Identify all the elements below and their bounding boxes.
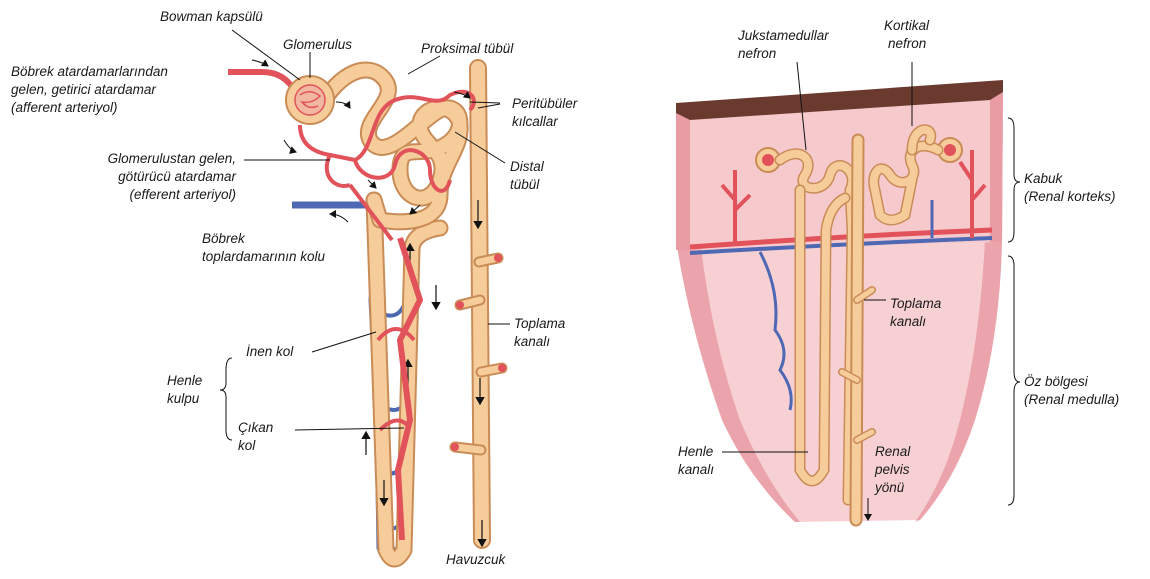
label-cortical-nephron-2: nefron [888, 35, 926, 52]
label-medulla-1: Öz bölgesi [1024, 373, 1088, 390]
label-distal-2: tübül [510, 176, 539, 193]
label-renal-pelvis-direction-1: Renal [875, 443, 910, 460]
label-right-collecting-duct-2: kanalı [890, 313, 926, 330]
kidney-section-illustration [676, 62, 1020, 522]
label-peritubular-2: kılcallar [512, 113, 558, 130]
label-glomerulus: Glomerulus [283, 36, 352, 53]
label-henle-1: Henle [167, 372, 202, 389]
label-medulla-2: (Renal medulla) [1024, 391, 1119, 408]
label-vein-2: toplardamarının kolu [202, 248, 325, 265]
label-descending-limb: İnen kol [246, 343, 293, 360]
label-efferent-3: (efferent arteriyol) [44, 186, 236, 203]
label-juxtamedullary-1: Jukstamedullar [738, 27, 829, 44]
label-cortex-1: Kabuk [1024, 170, 1062, 187]
bowman-capsule [286, 76, 334, 124]
nephron-illustration [220, 30, 510, 559]
label-proximal-tubule: Proksimal tübül [421, 40, 513, 57]
label-renal-pelvis-direction-2: pelvis [875, 461, 910, 478]
label-collecting-duct-2: kanalı [514, 333, 550, 350]
label-henle-2: kulpu [167, 390, 199, 407]
label-efferent-1: Glomerulustan gelen, [44, 150, 236, 167]
label-renal-pelvis-direction-3: yönü [875, 479, 904, 496]
label-henle-canal-1: Henle [678, 443, 713, 460]
label-vein-1: Böbrek [202, 230, 245, 247]
label-bowman-capsule: Bowman kapsülü [160, 8, 263, 25]
label-cortex-2: (Renal korteks) [1024, 188, 1116, 205]
label-afferent-2: gelen, getirici atardamar [11, 81, 156, 98]
convoluted-tubules [318, 70, 460, 222]
label-cortical-nephron-1: Kortikal [884, 17, 929, 34]
label-ascending-limb-1: Çıkan [238, 419, 273, 436]
label-ascending-limb-2: kol [238, 437, 255, 454]
label-renal-pelvis: Havuzcuk [446, 551, 505, 568]
label-efferent-2: götürücü atardamar [44, 168, 236, 185]
label-henle-canal-2: kanalı [678, 461, 714, 478]
label-afferent-3: (afferent arteriyol) [11, 99, 118, 116]
label-peritubular-1: Peritübüler [512, 95, 577, 112]
label-collecting-duct-1: Toplama [514, 315, 565, 332]
label-right-collecting-duct-1: Toplama [890, 295, 941, 312]
label-juxtamedullary-2: nefron [738, 45, 776, 62]
label-distal-1: Distal [510, 158, 544, 175]
label-afferent-1: Böbrek atardamarlarından [11, 63, 168, 80]
